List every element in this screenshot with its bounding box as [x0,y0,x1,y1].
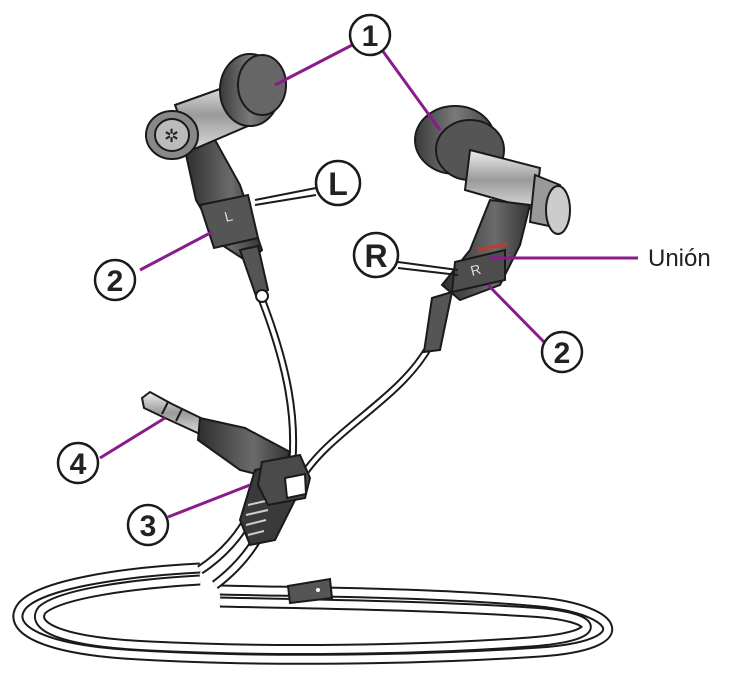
lr-leaders [254,187,459,276]
svg-text:✲: ✲ [164,126,179,147]
coiled-cable [12,562,614,665]
svg-text:2: 2 [107,265,124,298]
leader-lines [99,40,638,519]
callout-3: 3 [126,503,170,547]
cable-slider [256,453,312,507]
cable-bead [286,577,334,605]
svg-text:R: R [469,261,483,279]
callout-left-l: L [314,159,362,207]
callout-4: 4 [56,441,100,485]
svg-text:L: L [223,207,235,225]
callout-1: 1 [348,13,392,57]
right-earbud: R [414,105,571,354]
svg-text:R: R [364,238,387,274]
callout-right-r: R [352,231,400,279]
union-label: Unión [648,245,711,272]
svg-text:3: 3 [140,510,157,543]
right-cable [296,343,434,483]
svg-text:4: 4 [70,448,87,481]
svg-text:2: 2 [554,337,571,370]
callout-2-right: 2 [540,330,584,374]
left-earbud: L ✲ [145,53,287,303]
svg-text:1: 1 [362,20,379,53]
callout-2-left: 2 [93,258,137,302]
svg-text:L: L [328,166,348,202]
